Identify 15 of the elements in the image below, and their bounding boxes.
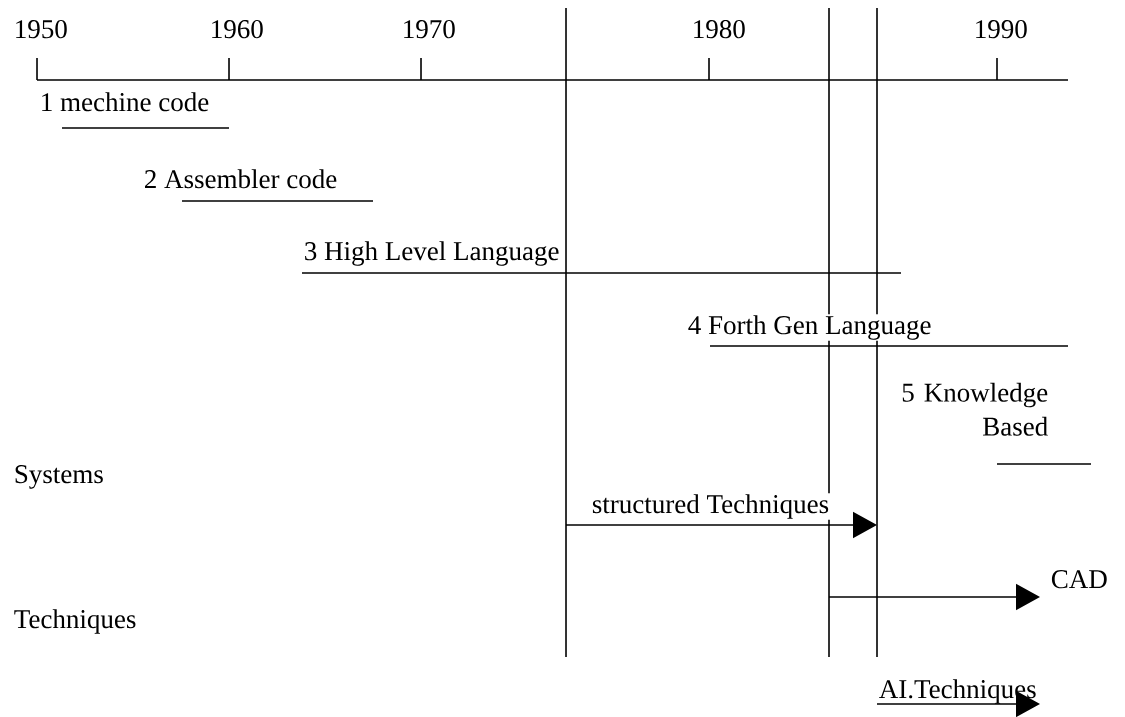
period-label: 1 mechine code xyxy=(42,92,209,112)
row-label: Techniques xyxy=(14,609,136,634)
period-label: 2 Assembler code xyxy=(145,169,337,189)
year-label: 1950 xyxy=(16,20,67,39)
period-label: AI.Techniques xyxy=(879,679,1036,704)
period-label: CAD xyxy=(1051,570,1107,589)
row-label: Systems xyxy=(15,465,103,489)
year-label: 1960 xyxy=(212,20,263,39)
period-label: 5 Knowledge Based xyxy=(902,382,1048,436)
year-label: 1980 xyxy=(694,20,745,39)
period-label: structured Techniques xyxy=(590,493,831,520)
period-label: 4 Forth Gen Language xyxy=(686,314,933,341)
year-label: 1970 xyxy=(404,20,455,39)
period-label: 3 High Level Language xyxy=(302,240,561,267)
year-label: 1990 xyxy=(976,20,1027,39)
